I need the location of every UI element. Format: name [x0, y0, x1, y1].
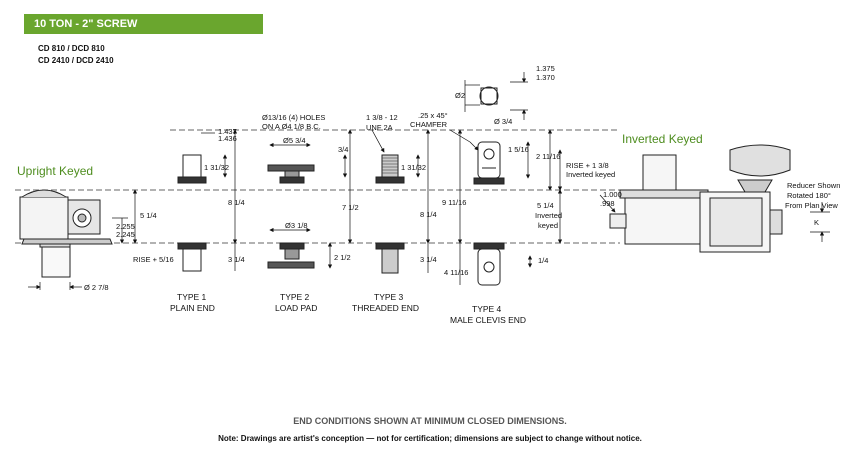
dim-holes-2: ON A Ø4 1/8 B.C. — [262, 122, 321, 131]
dim-2-1-2: 2 1/2 — [334, 253, 351, 262]
dim-3-1-4-t3: 3 1/4 — [420, 255, 437, 264]
dim-1000: 1.000 — [603, 190, 622, 199]
dim-8-1-4-t3: 8 1/4 — [420, 210, 437, 219]
dim-shaft-dia: Ø 2 7/8 — [84, 283, 109, 292]
model-label-1: CD 810 / DCD 810 — [38, 44, 105, 53]
dim-2-11-16: 2 11/16 — [536, 152, 560, 161]
reducer-note-1: Reducer Shown — [787, 181, 840, 190]
type4-clevis-end — [473, 86, 505, 286]
end-conditions-note: END CONDITIONS SHOWN AT MINIMUM CLOSED D… — [293, 416, 567, 426]
dim-inverted-1: Inverted — [535, 211, 562, 220]
title-bar: 10 TON - 2" SCREW — [24, 14, 263, 34]
dim-5-1-4-left: 5 1/4 — [140, 211, 157, 220]
reducer-note-2: Rotated 180° — [787, 191, 831, 200]
dim-base-dia: Ø3 1/8 — [285, 221, 308, 230]
type3-label: TYPE 3 — [374, 292, 404, 302]
type3-desc: THREADED END — [352, 303, 419, 313]
dim-chamfer-2: CHAMFER — [410, 120, 448, 129]
dim-pin-dia: Ø2 — [455, 91, 465, 100]
dim-rise-5-16: RISE + 5/16 — [133, 255, 174, 264]
model-label-2: CD 2410 / DCD 2410 — [38, 56, 114, 65]
dim-2245: 2.245 — [116, 230, 135, 239]
dim-k: K — [814, 218, 819, 227]
dim-chamfer-1: .25 x 45° — [418, 111, 448, 120]
type2-desc: LOAD PAD — [275, 303, 317, 313]
dim-pad-dia: Ø5 3/4 — [283, 136, 306, 145]
dim-1-5-16: 1 5/16 — [508, 145, 529, 154]
dim-hole-dia: Ø 3/4 — [494, 117, 512, 126]
type4-desc: MALE CLEVIS END — [450, 315, 526, 325]
upright-jack — [19, 189, 113, 278]
upright-keyed-label: Upright Keyed — [17, 164, 93, 178]
dim-1436: 1.436 — [218, 134, 237, 143]
dim-7-1-2: 7 1/2 — [342, 203, 359, 212]
dim-1-4: 1/4 — [538, 256, 548, 265]
dim-3-4-t3: 3/4 — [338, 145, 348, 154]
dim-8-1-4-t1: 8 1/4 — [228, 198, 245, 207]
type4-label: TYPE 4 — [472, 304, 502, 314]
dim-rise-1-3-8: RISE + 1 3/8 — [566, 161, 609, 170]
dim-1370: 1.370 — [536, 73, 555, 82]
type1-plain-end — [177, 154, 207, 272]
inverted-keyed-label: Inverted Keyed — [622, 132, 703, 146]
type2-load-pad — [267, 164, 315, 269]
dim-9-11-16: 9 11/16 — [442, 198, 466, 207]
type3-threaded-end — [375, 154, 405, 274]
inverted-jack — [609, 144, 791, 253]
dim-inverted-2: keyed — [538, 221, 558, 230]
dim-2255: 2.255 — [116, 222, 135, 231]
dim-rise-inverted: Inverted keyed — [566, 170, 615, 179]
dim-1375: 1.375 — [536, 64, 555, 73]
reducer-note-3: From Plan View — [785, 201, 838, 210]
dim-5-1-4-right: 5 1/4 — [537, 201, 554, 210]
dim-holes-1: Ø13/16 (4) HOLES — [262, 113, 325, 122]
dim-3-1-4-t1: 3 1/4 — [228, 255, 245, 264]
disclaimer-note: Note: Drawings are artist's conception —… — [218, 434, 642, 443]
type2-label: TYPE 2 — [280, 292, 310, 302]
dim-1-31-32-t3: 1 31/32 — [401, 163, 426, 172]
dim-998: .998 — [600, 199, 615, 208]
dim-1437: 1.437 — [218, 127, 237, 136]
dim-4-11-16: 4 11/16 — [444, 268, 468, 277]
type1-label: TYPE 1 — [177, 292, 207, 302]
dim-1-31-32-t1: 1 31/32 — [204, 163, 229, 172]
dim-thread-1: 1 3/8 - 12 — [366, 113, 398, 122]
dim-thread-2: UNF 2A — [366, 123, 393, 132]
type1-desc: PLAIN END — [170, 303, 215, 313]
